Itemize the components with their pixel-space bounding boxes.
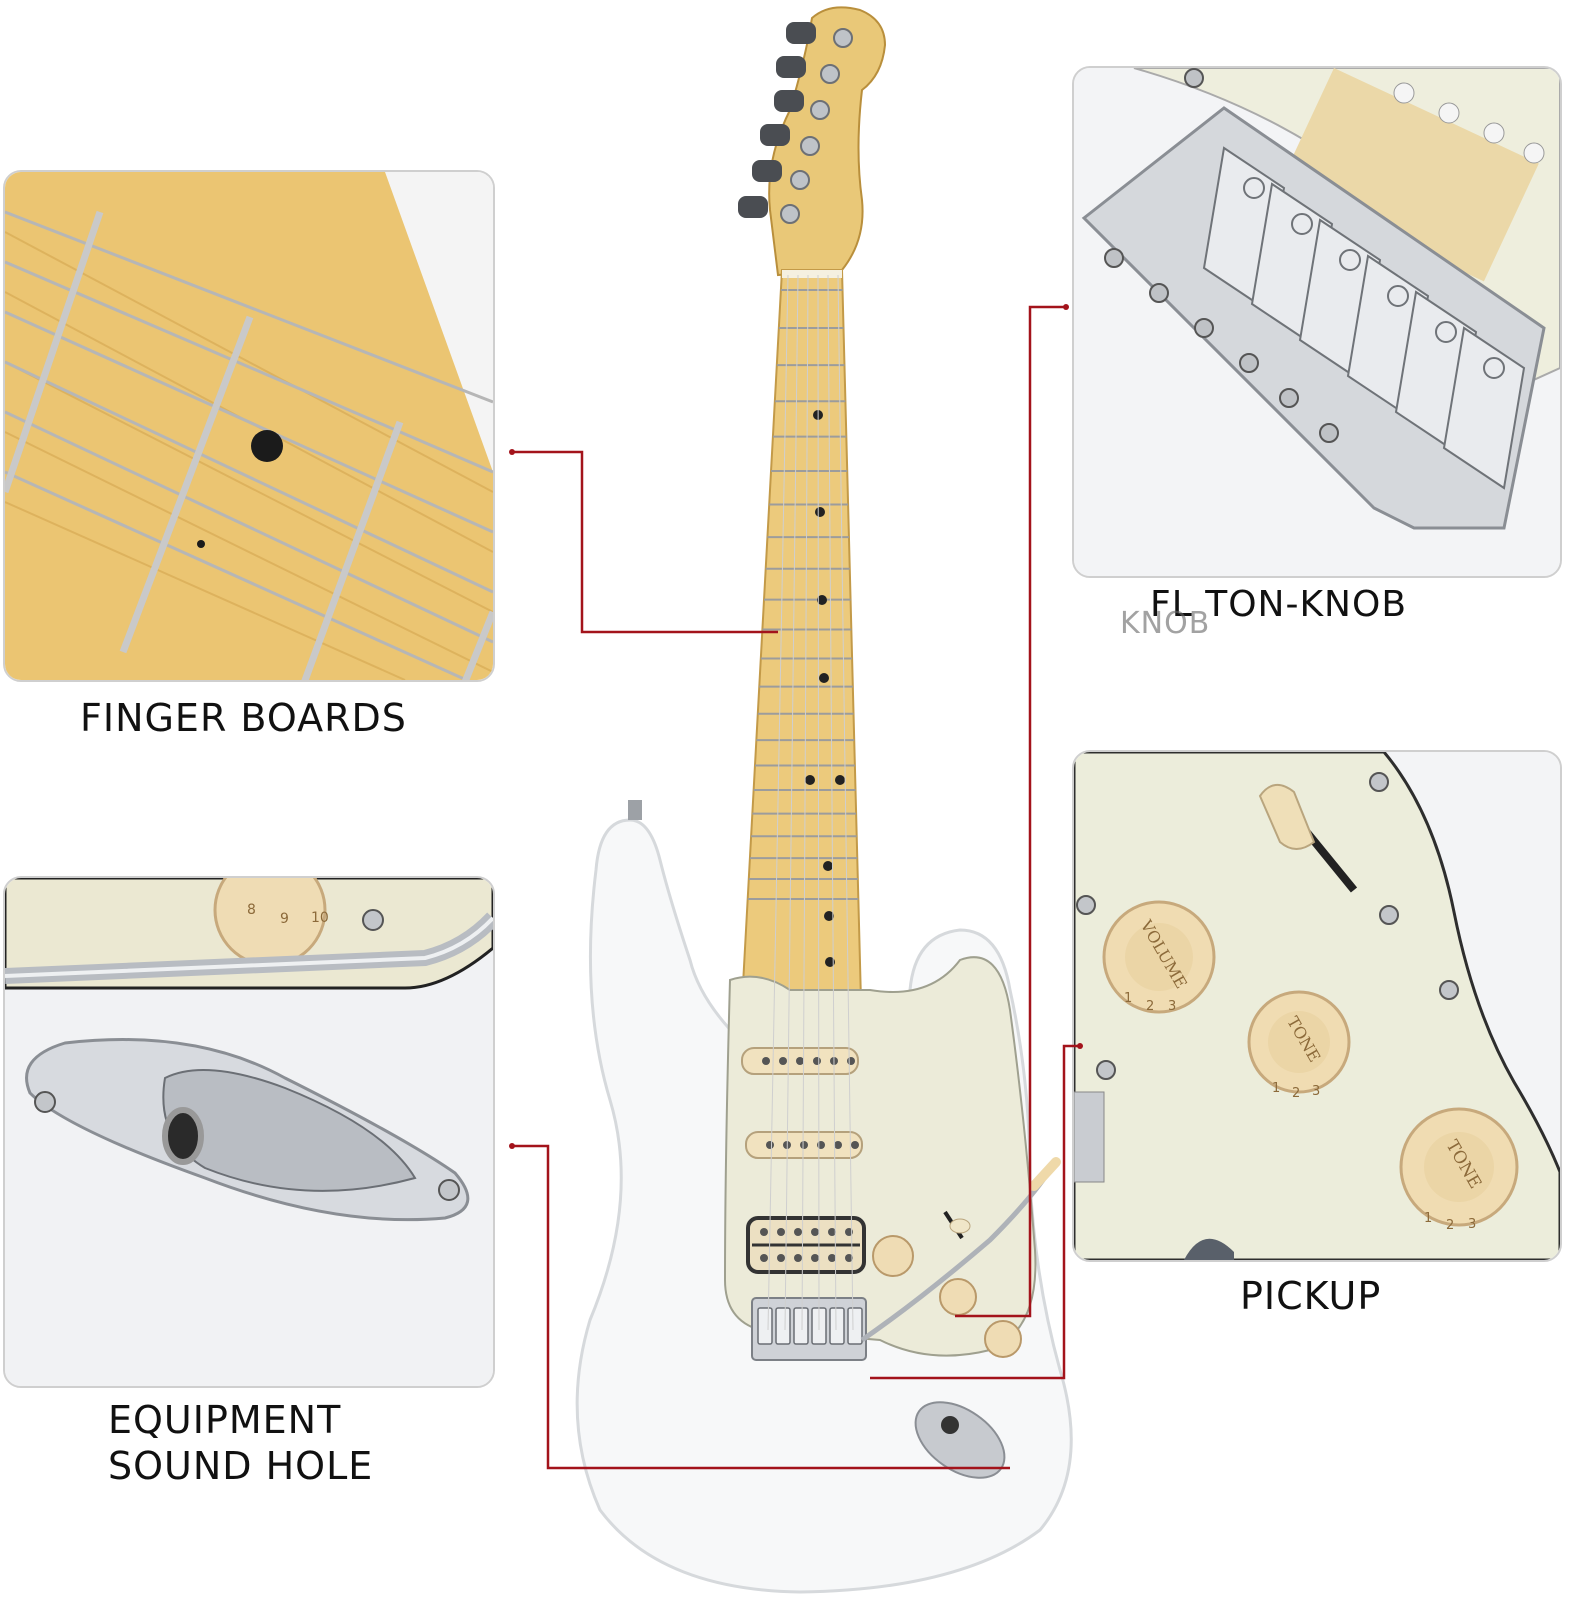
bridge-pickup xyxy=(1279,68,1539,282)
pole-piece xyxy=(800,1141,808,1149)
finger-boards-caption: FINGER BOARDS xyxy=(80,696,407,740)
volume-knob-number-2: 2 xyxy=(1146,999,1154,1014)
tone-knob-1-number-1: 1 xyxy=(1272,1081,1280,1096)
pickguard-edge-shadow xyxy=(1184,1238,1234,1260)
bridge-saddles-closeup xyxy=(1202,146,1526,490)
pole-piece xyxy=(777,1228,785,1236)
bridge-caption-line2: KNOB xyxy=(1120,606,1211,641)
jack-panel-knob-number-9: 9 xyxy=(280,911,289,927)
pole-piece xyxy=(779,1057,787,1065)
nut xyxy=(782,270,842,278)
finger-boards-panel xyxy=(3,170,495,682)
tuner-bushings xyxy=(780,28,853,224)
pole-piece xyxy=(834,1141,842,1149)
pole-piece xyxy=(760,1228,768,1236)
pickup-panel: VOLUME 1 2 3 TONE 1 2 3 TONE 1 2 3 xyxy=(1072,750,1562,1262)
output-jack-closeup: 8 9 10 xyxy=(5,878,493,1386)
fingerboard-frets xyxy=(5,210,493,680)
pole-piece xyxy=(811,1228,819,1236)
pole-piece xyxy=(794,1228,802,1236)
jack-panel-screw-top xyxy=(362,909,384,931)
pole-piece xyxy=(762,1057,770,1065)
pickguard-screws xyxy=(1076,772,1459,1080)
saddle xyxy=(793,1307,809,1345)
fingerboard-inlay-dot xyxy=(251,430,283,462)
tuner-pegs xyxy=(738,22,816,218)
pole-piece xyxy=(817,1141,825,1149)
pickup-caption: PICKUP xyxy=(1240,1274,1382,1318)
bridge-panel xyxy=(1072,66,1562,578)
jack-socket xyxy=(162,1107,204,1165)
saddle-screw xyxy=(1339,249,1361,271)
fingerboard-strings xyxy=(5,210,493,680)
tone-knob-1: TONE 1 2 3 xyxy=(1247,990,1351,1101)
saddle-screw xyxy=(1291,213,1313,235)
selector-switch-tip xyxy=(949,1218,971,1234)
pole-piece xyxy=(811,1254,819,1262)
output-jack xyxy=(941,1416,959,1434)
pole-piece xyxy=(847,1057,855,1065)
pole-piece xyxy=(813,1057,821,1065)
tone-knob-2: TONE 1 2 3 xyxy=(1399,1107,1519,1233)
tremolo-arm-tip xyxy=(1029,1157,1061,1191)
jack-panel-knob-number-10: 10 xyxy=(311,910,329,926)
saddle-screw xyxy=(1387,285,1409,307)
equipment-caption-line1: EQUIPMENT xyxy=(108,1398,342,1442)
selector-switch-tip-closeup xyxy=(1258,784,1316,850)
bridge-screws xyxy=(1104,68,1339,443)
pole-piece xyxy=(760,1254,768,1262)
volume-knob-number-3: 3 xyxy=(1168,999,1176,1014)
equipment-caption-line2: SOUND HOLE xyxy=(108,1444,374,1488)
fingerboard-wood xyxy=(5,172,493,680)
tone-knob-2-number-2: 2 xyxy=(1446,1218,1454,1233)
tone-knob-1-number-2: 2 xyxy=(1292,1086,1300,1101)
saddle xyxy=(757,1307,773,1345)
pole-piece xyxy=(828,1254,836,1262)
pole-piece xyxy=(794,1254,802,1262)
pole-piece xyxy=(777,1254,785,1262)
tremolo-cavity-edge xyxy=(1074,1091,1105,1183)
saddle xyxy=(847,1307,863,1345)
saddle xyxy=(829,1307,845,1345)
pole-piece xyxy=(851,1141,859,1149)
pole-piece xyxy=(766,1141,774,1149)
knobs-closeup: VOLUME 1 2 3 TONE 1 2 3 TONE 1 2 3 xyxy=(1074,752,1560,1260)
jack-panel-knob-number-8: 8 xyxy=(247,902,256,918)
humbucker-pickup xyxy=(746,1216,866,1274)
bridge-closeup xyxy=(1074,68,1560,576)
equipment-panel: 8 9 10 xyxy=(3,876,495,1388)
volume-knob-number-1: 1 xyxy=(1124,991,1132,1006)
pickup-pole-pieces xyxy=(1393,82,1545,164)
saddle-screw xyxy=(1243,177,1265,199)
strap-button xyxy=(628,800,642,820)
jack-plate-screw-right xyxy=(438,1179,460,1201)
tone-knob-1-number-3: 3 xyxy=(1312,1084,1320,1099)
tone-knob-2-number-1: 1 xyxy=(1424,1211,1432,1226)
tone-knob-2-number-3: 3 xyxy=(1468,1217,1476,1232)
saddle-screw xyxy=(1483,357,1505,379)
pole-piece xyxy=(796,1057,804,1065)
fingerboard-closeup xyxy=(5,172,493,680)
saddle xyxy=(775,1307,791,1345)
bridge-caption-line1: FL TON-KNOB xyxy=(1150,584,1408,625)
saddle-screw xyxy=(1435,321,1457,343)
jack-plate-screw-left xyxy=(34,1091,56,1113)
volume-knob: VOLUME 1 2 3 xyxy=(1102,900,1216,1014)
